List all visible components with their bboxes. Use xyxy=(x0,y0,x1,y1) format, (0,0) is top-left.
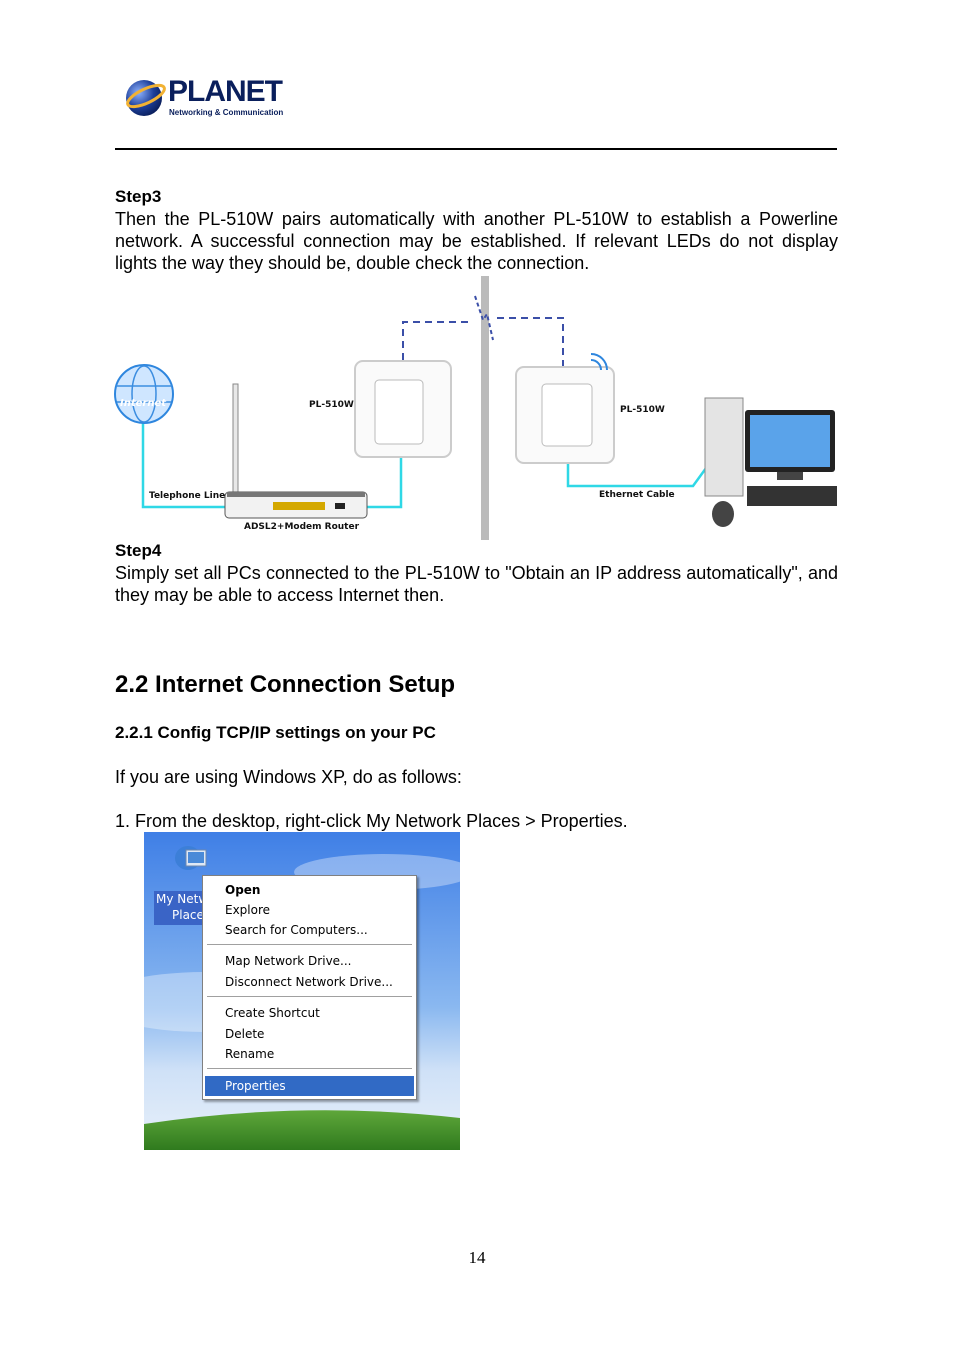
adapter-right-label: PL-510W xyxy=(620,405,665,415)
menu-item-rename[interactable]: Rename xyxy=(225,1047,275,1061)
internet-label: Internet xyxy=(120,398,167,409)
menu-separator xyxy=(207,944,412,945)
ethernet-cable xyxy=(566,452,711,488)
context-menu: Open Explore Search for Computers... Map… xyxy=(202,875,417,1100)
section-title: 2.2 Internet Connection Setup xyxy=(115,671,456,698)
router-label: ADSL2+Modem Router xyxy=(244,522,360,532)
planet-logo xyxy=(124,76,294,122)
planet-globe-icon xyxy=(126,80,166,116)
powerline-adapter-left xyxy=(354,360,452,458)
wall-divider xyxy=(481,276,489,540)
step1-text: 1. From the desktop, right-click My Netw… xyxy=(115,811,628,831)
menu-item-delete[interactable]: Delete xyxy=(225,1027,265,1041)
step4-heading: Step4 xyxy=(115,541,162,560)
menu-item-open[interactable]: Open xyxy=(225,883,261,897)
logo-wordmark: PLANET xyxy=(168,75,283,108)
powerline-zigzag xyxy=(474,295,494,341)
step3-heading: Step3 xyxy=(115,187,162,206)
menu-separator xyxy=(207,996,412,997)
menu-item-disconnect-network-drive[interactable]: Disconnect Network Drive... xyxy=(225,975,393,989)
icon-label-line1: My Netw xyxy=(156,892,204,906)
lan-cable-left xyxy=(367,452,403,509)
page-number: 14 xyxy=(468,1248,486,1267)
intro-text: If you are using Windows XP, do as follo… xyxy=(115,767,462,787)
desktop-icon-label[interactable]: My Netw Place xyxy=(154,891,204,925)
telephone-line-label: Telephone Line xyxy=(149,491,226,501)
powerline-adapter-right xyxy=(515,353,615,464)
powerline-left xyxy=(402,321,473,360)
ethernet-cable-label: Ethernet Cable xyxy=(599,490,675,500)
logo-tagline: Networking & Communication xyxy=(169,108,284,117)
modem-router-icon xyxy=(224,383,368,519)
internet-globe-icon xyxy=(114,364,174,424)
menu-item-map-network-drive[interactable]: Map Network Drive... xyxy=(225,954,352,968)
powerline-right xyxy=(497,317,564,366)
adapter-left-label: PL-510W xyxy=(309,400,354,410)
step3-text: Then the PL-510W pairs automatically wit… xyxy=(115,209,838,273)
icon-label-line2: Place xyxy=(172,908,204,922)
menu-item-search-computers[interactable]: Search for Computers... xyxy=(225,923,368,937)
menu-separator xyxy=(207,1068,412,1069)
menu-item-explore[interactable]: Explore xyxy=(225,903,271,917)
subsection-title: 2.2.1 Config TCP/IP settings on your PC xyxy=(115,723,436,742)
telephone-cable xyxy=(141,420,225,509)
my-network-places-icon xyxy=(175,846,207,870)
header-divider xyxy=(115,148,837,150)
menu-item-properties[interactable]: Properties xyxy=(205,1076,414,1096)
desktop-pc-icon xyxy=(704,397,837,527)
menu-item-create-shortcut[interactable]: Create Shortcut xyxy=(225,1006,320,1020)
powerline-diagram xyxy=(113,274,841,540)
step4-text: Simply set all PCs connected to the PL-5… xyxy=(115,563,838,605)
